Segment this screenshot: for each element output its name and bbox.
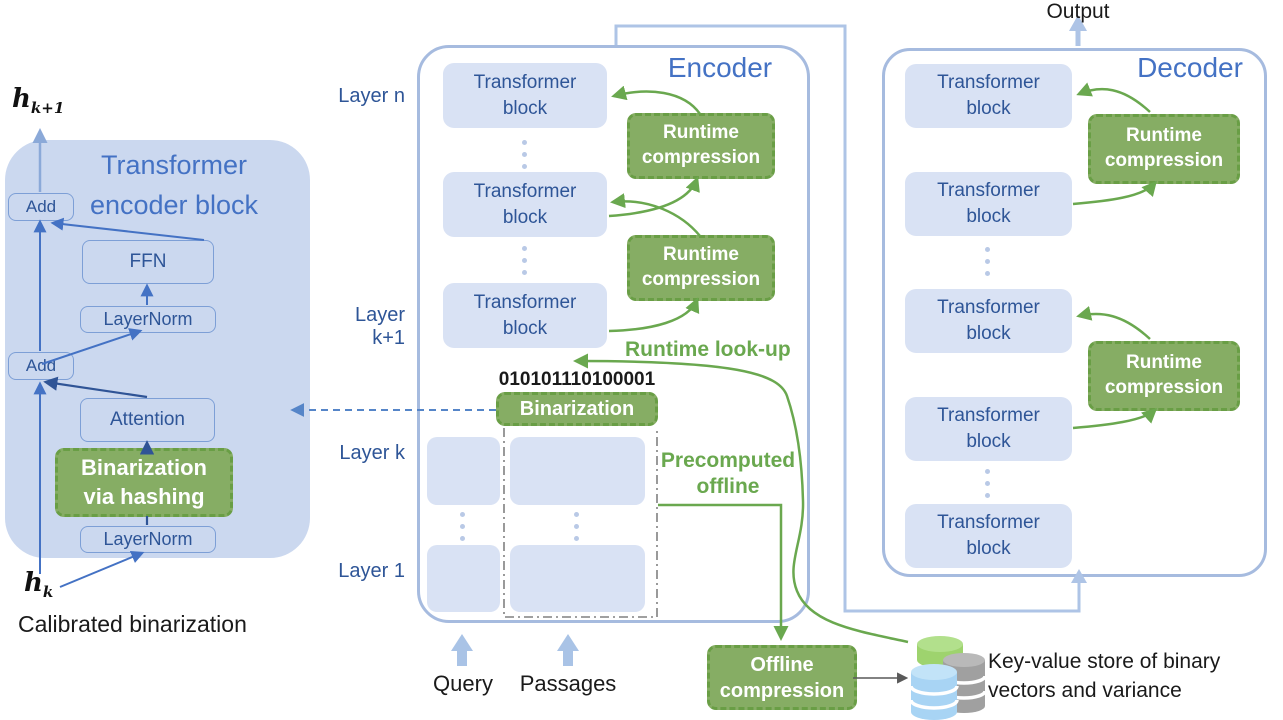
rc-label-line2: compression [1104, 377, 1224, 398]
rc-label-line2: compression [1104, 150, 1224, 171]
encoder-dots-2 [522, 246, 527, 275]
decoder-transformer-block-2: Transformer block [905, 172, 1072, 236]
block-label-line1: Transformer [473, 291, 577, 313]
block-label-line1: Transformer [473, 71, 577, 93]
layer-k1-label: Layer k+1 [354, 304, 405, 349]
layernorm-upper-label: LayerNorm [103, 309, 193, 329]
layernorm-box-lower: LayerNorm [80, 526, 216, 553]
block-label-line2: block [502, 97, 548, 119]
passages-input-arrow [557, 634, 579, 666]
attention-box: Attention [80, 398, 215, 442]
layernorm-box-upper: LayerNorm [80, 306, 216, 333]
output-label: Output [1046, 0, 1110, 23]
query-embedding-block-1 [427, 545, 500, 612]
h-out-symbol: h [12, 84, 31, 114]
passage-embedding-block-k [510, 437, 645, 505]
encoder-transformer-block-k1: Transformer block [443, 283, 607, 348]
block-label-line2: block [502, 206, 548, 228]
add-box-top: Add [8, 193, 74, 221]
block-label-line1: Transformer [937, 72, 1040, 94]
offline-line1: Offline [750, 653, 814, 676]
block-label-line1: Transformer [937, 405, 1040, 427]
kv-store-line2: vectors and variance [988, 678, 1182, 702]
block-label-line1: Transformer [937, 180, 1040, 202]
database-green-icon [917, 636, 963, 668]
calibrated-binarization-caption: Calibrated binarization [18, 611, 247, 637]
binary-bits-label: 010101110100001 [498, 369, 656, 390]
block-label-line2: block [502, 317, 548, 339]
decoder-transformer-block-1: Transformer block [905, 64, 1072, 128]
h-in-subscript: k [42, 583, 54, 602]
block-label-line2: block [966, 538, 1011, 559]
rc-label-line1: Runtime [1126, 352, 1202, 374]
precomputed-line1: Precomputed [660, 449, 796, 472]
passage-embedding-block-1 [510, 545, 645, 612]
layer-k-label: Layer k [339, 442, 405, 464]
query-dots [460, 512, 465, 541]
decoder-transformer-block-3: Transformer block [905, 289, 1072, 353]
binarization-box: Binarization [496, 392, 658, 426]
block-label-line2: block [966, 98, 1011, 119]
query-label: Query [433, 671, 493, 696]
encoder-transformer-block-n: Transformer block [443, 63, 607, 128]
block-label-line1: Transformer [937, 512, 1040, 534]
h-in-label: hk [24, 568, 53, 601]
database-blue-icon [909, 664, 959, 720]
offline-line2: compression [719, 679, 845, 702]
layer-1-label: Layer 1 [338, 560, 405, 582]
runtime-lookup-label: Runtime look-up [625, 338, 791, 361]
precomputed-offline-label: Precomputed offline [655, 448, 801, 501]
encoder-runtime-compression-2: Runtime compression [627, 235, 775, 301]
query-embedding-block-k [427, 437, 500, 505]
layernorm-lower-label: LayerNorm [103, 529, 193, 549]
kv-store-label: Key-value store of binary vectors and va… [988, 648, 1220, 706]
rc-label-line2: compression [641, 269, 761, 290]
kv-store-line1: Key-value store of binary [988, 650, 1221, 673]
block-label-line2: block [966, 431, 1011, 452]
h-out-label: hk+1 [12, 84, 64, 117]
encoder-runtime-compression-1: Runtime compression [627, 113, 775, 179]
add-box-bottom-label: Add [25, 356, 57, 375]
rc-label-line1: Runtime [1126, 125, 1202, 147]
database-gray-icon [941, 653, 987, 713]
passage-dots [574, 512, 579, 541]
attention-label: Attention [110, 409, 185, 430]
block-label-line1: Transformer [937, 297, 1040, 319]
left-panel-title: Transformer encoder block [68, 146, 280, 226]
block-label-line2: block [966, 206, 1011, 227]
encoder-title: Encoder [667, 52, 773, 83]
encoder-transformer-block-mid: Transformer block [443, 172, 607, 237]
add-box-top-label: Add [25, 197, 57, 216]
block-label-line1: Transformer [473, 180, 577, 202]
passages-label: Passages [519, 671, 617, 696]
decoder-runtime-compression-1: Runtime compression [1088, 114, 1240, 184]
binhash-line1: Binarization [81, 454, 207, 480]
decoder-runtime-compression-2: Runtime compression [1088, 341, 1240, 411]
decoder-title: Decoder [1137, 52, 1243, 83]
left-panel-title-line1: Transformer [100, 150, 248, 180]
decoder-dots-1 [985, 247, 990, 276]
ffn-label: FFN [129, 251, 167, 272]
block-label-line2: block [966, 323, 1011, 344]
left-panel-title-line2: encoder block [89, 189, 259, 220]
rc-label-line1: Runtime [663, 244, 739, 266]
binarization-via-hashing-box: Binarization via hashing [55, 448, 233, 517]
offline-compression-box: Offline compression [707, 645, 857, 710]
query-input-arrow [451, 634, 473, 666]
layer-n-label: Layer n [338, 85, 405, 107]
encoder-dots-1 [522, 140, 527, 169]
decoder-transformer-block-5: Transformer block [905, 504, 1072, 568]
binhash-line2: via hashing [83, 483, 205, 509]
decoder-dots-2 [985, 469, 990, 498]
binarization-label: Binarization [519, 398, 635, 420]
rc-label-line1: Runtime [663, 122, 739, 144]
precomputed-line2: offline [696, 475, 760, 499]
ffn-box: FFN [82, 240, 214, 284]
h-in-symbol: h [24, 568, 43, 598]
add-box-bottom: Add [8, 352, 74, 380]
h-out-subscript: k+1 [30, 99, 65, 118]
decoder-transformer-block-4: Transformer block [905, 397, 1072, 461]
rc-label-line2: compression [641, 147, 761, 168]
